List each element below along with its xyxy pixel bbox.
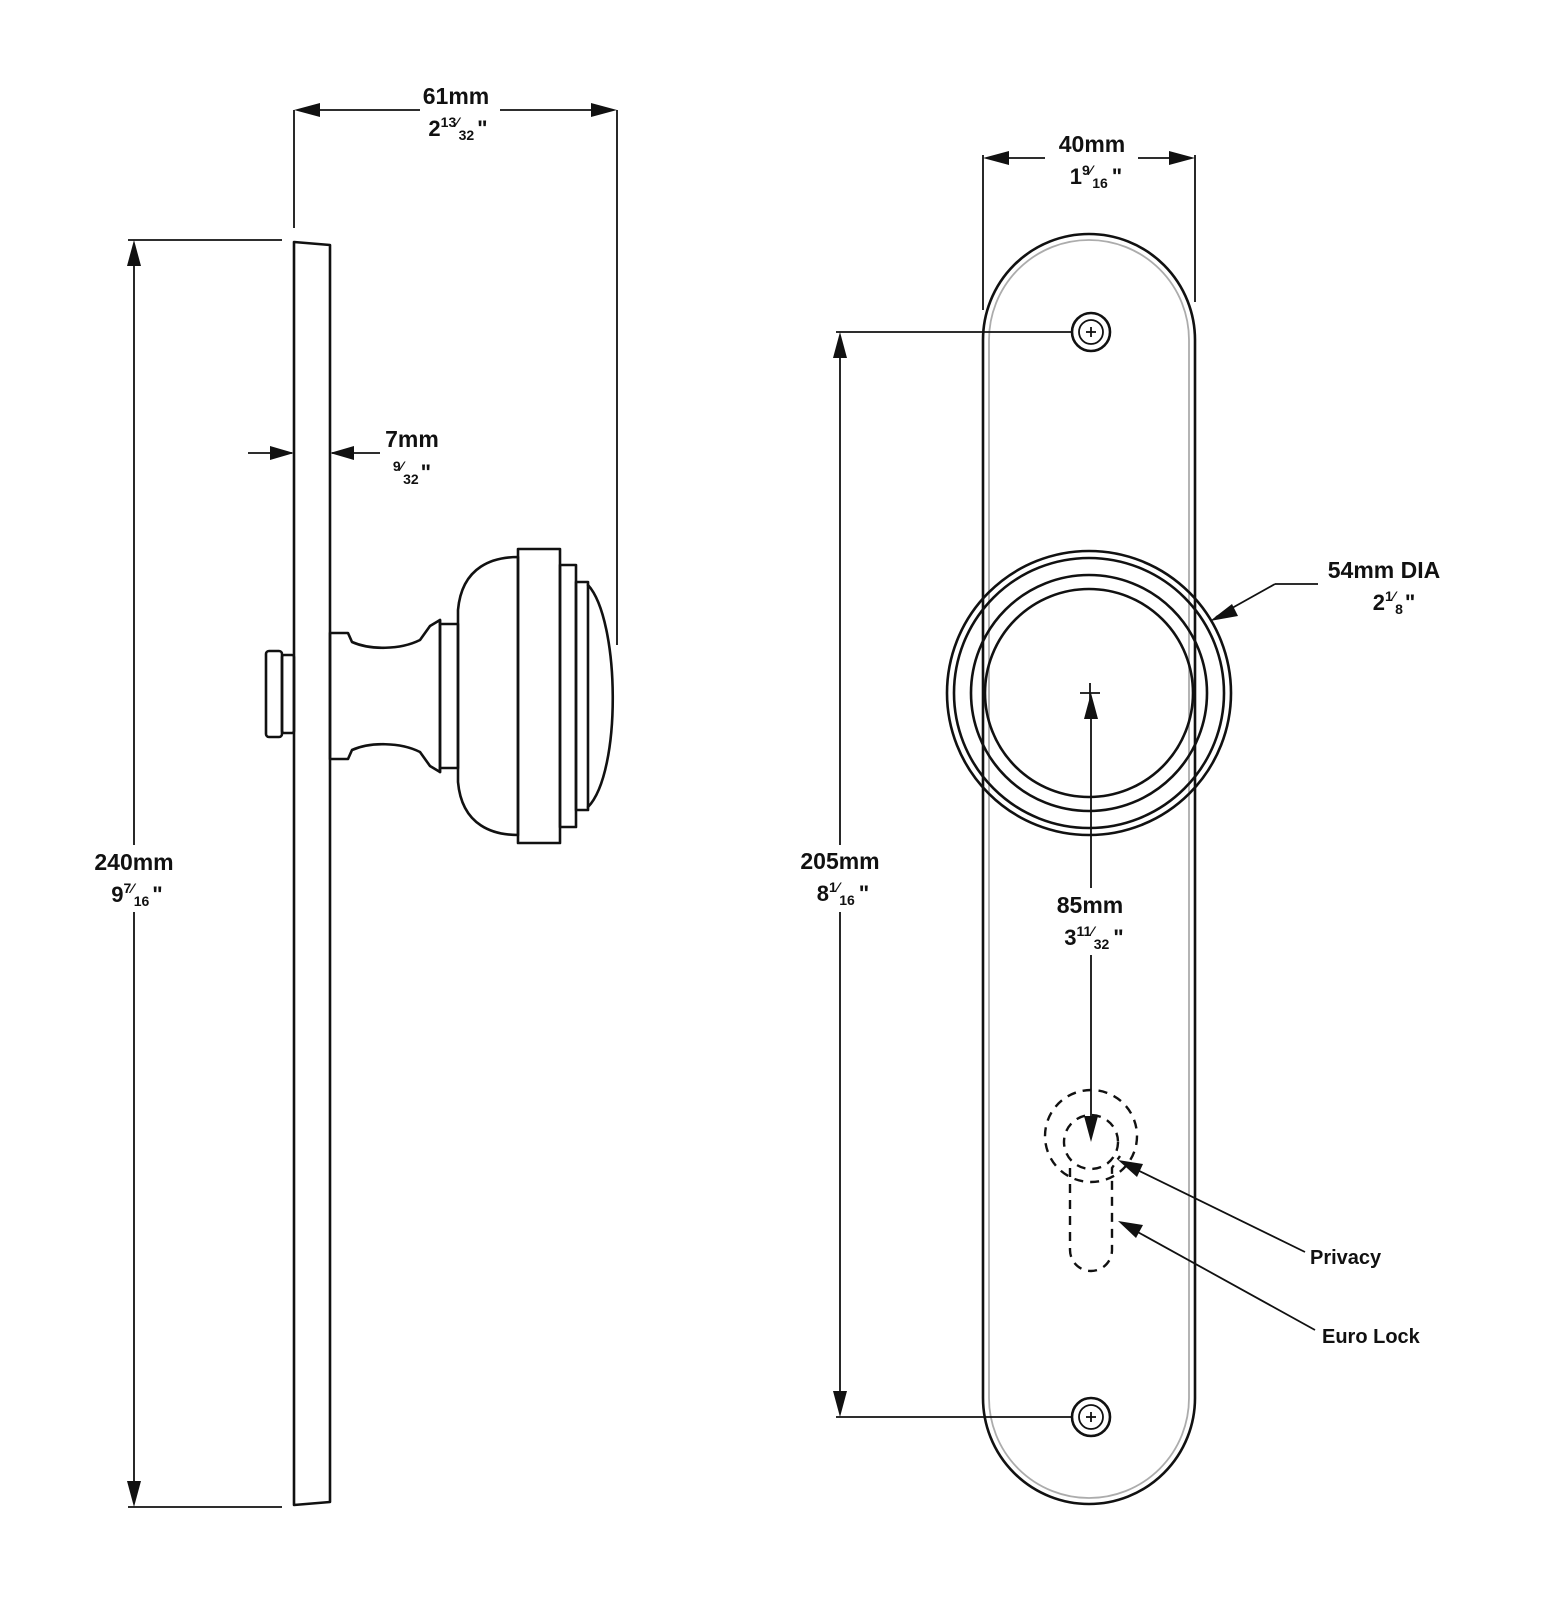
side-view bbox=[264, 240, 615, 1507]
euro-lock-cylinder bbox=[1068, 1155, 1121, 1273]
dim-plate-height: 240mm 97⁄16" bbox=[94, 239, 282, 1508]
top-screw bbox=[1070, 311, 1112, 353]
knob-rose bbox=[945, 549, 1233, 837]
callout-privacy: Privacy bbox=[1118, 1160, 1382, 1269]
dim-backset: 85mm 311⁄32" bbox=[1057, 693, 1124, 1142]
front-backplate bbox=[981, 232, 1197, 1506]
dim-screw-centers: 205mm 81⁄16" bbox=[800, 331, 1072, 1418]
front-view bbox=[945, 232, 1233, 1506]
overall-width-inch: 213⁄32" bbox=[428, 114, 487, 143]
privacy-label: Privacy bbox=[1310, 1247, 1382, 1269]
screw-centers-inch: 81⁄16" bbox=[817, 879, 869, 908]
dim-overall-width: 61mm 213⁄32" bbox=[293, 83, 618, 645]
side-knob bbox=[328, 547, 615, 845]
side-spindle-stub bbox=[264, 649, 296, 739]
backset-inch: 311⁄32" bbox=[1064, 923, 1123, 952]
backset-mm: 85mm bbox=[1057, 892, 1123, 918]
callout-euro-lock: Euro Lock bbox=[1118, 1221, 1421, 1348]
plate-width-inch: 19⁄16" bbox=[1070, 162, 1122, 191]
side-backplate bbox=[292, 240, 332, 1507]
bottom-screw bbox=[1070, 1396, 1112, 1438]
screw-centers-mm: 205mm bbox=[800, 848, 879, 874]
rose-diameter-inch: 21⁄8" bbox=[1373, 588, 1416, 617]
dim-plate-thickness: 7mm 9⁄32" bbox=[248, 426, 439, 487]
overall-width-mm: 61mm bbox=[423, 83, 489, 109]
plate-thickness-mm: 7mm bbox=[385, 426, 439, 452]
plate-width-mm: 40mm bbox=[1059, 131, 1125, 157]
plate-height-mm: 240mm bbox=[94, 849, 173, 875]
plate-thickness-inch: 9⁄32" bbox=[393, 458, 431, 487]
rose-diameter-mm: 54mm DIA bbox=[1328, 557, 1440, 583]
plate-height-inch: 97⁄16" bbox=[111, 880, 162, 909]
dim-rose-diameter: 54mm DIA 21⁄8" bbox=[1210, 557, 1440, 621]
euro-lock-label: Euro Lock bbox=[1322, 1326, 1421, 1348]
dim-plate-width: 40mm 19⁄16" bbox=[982, 131, 1196, 310]
